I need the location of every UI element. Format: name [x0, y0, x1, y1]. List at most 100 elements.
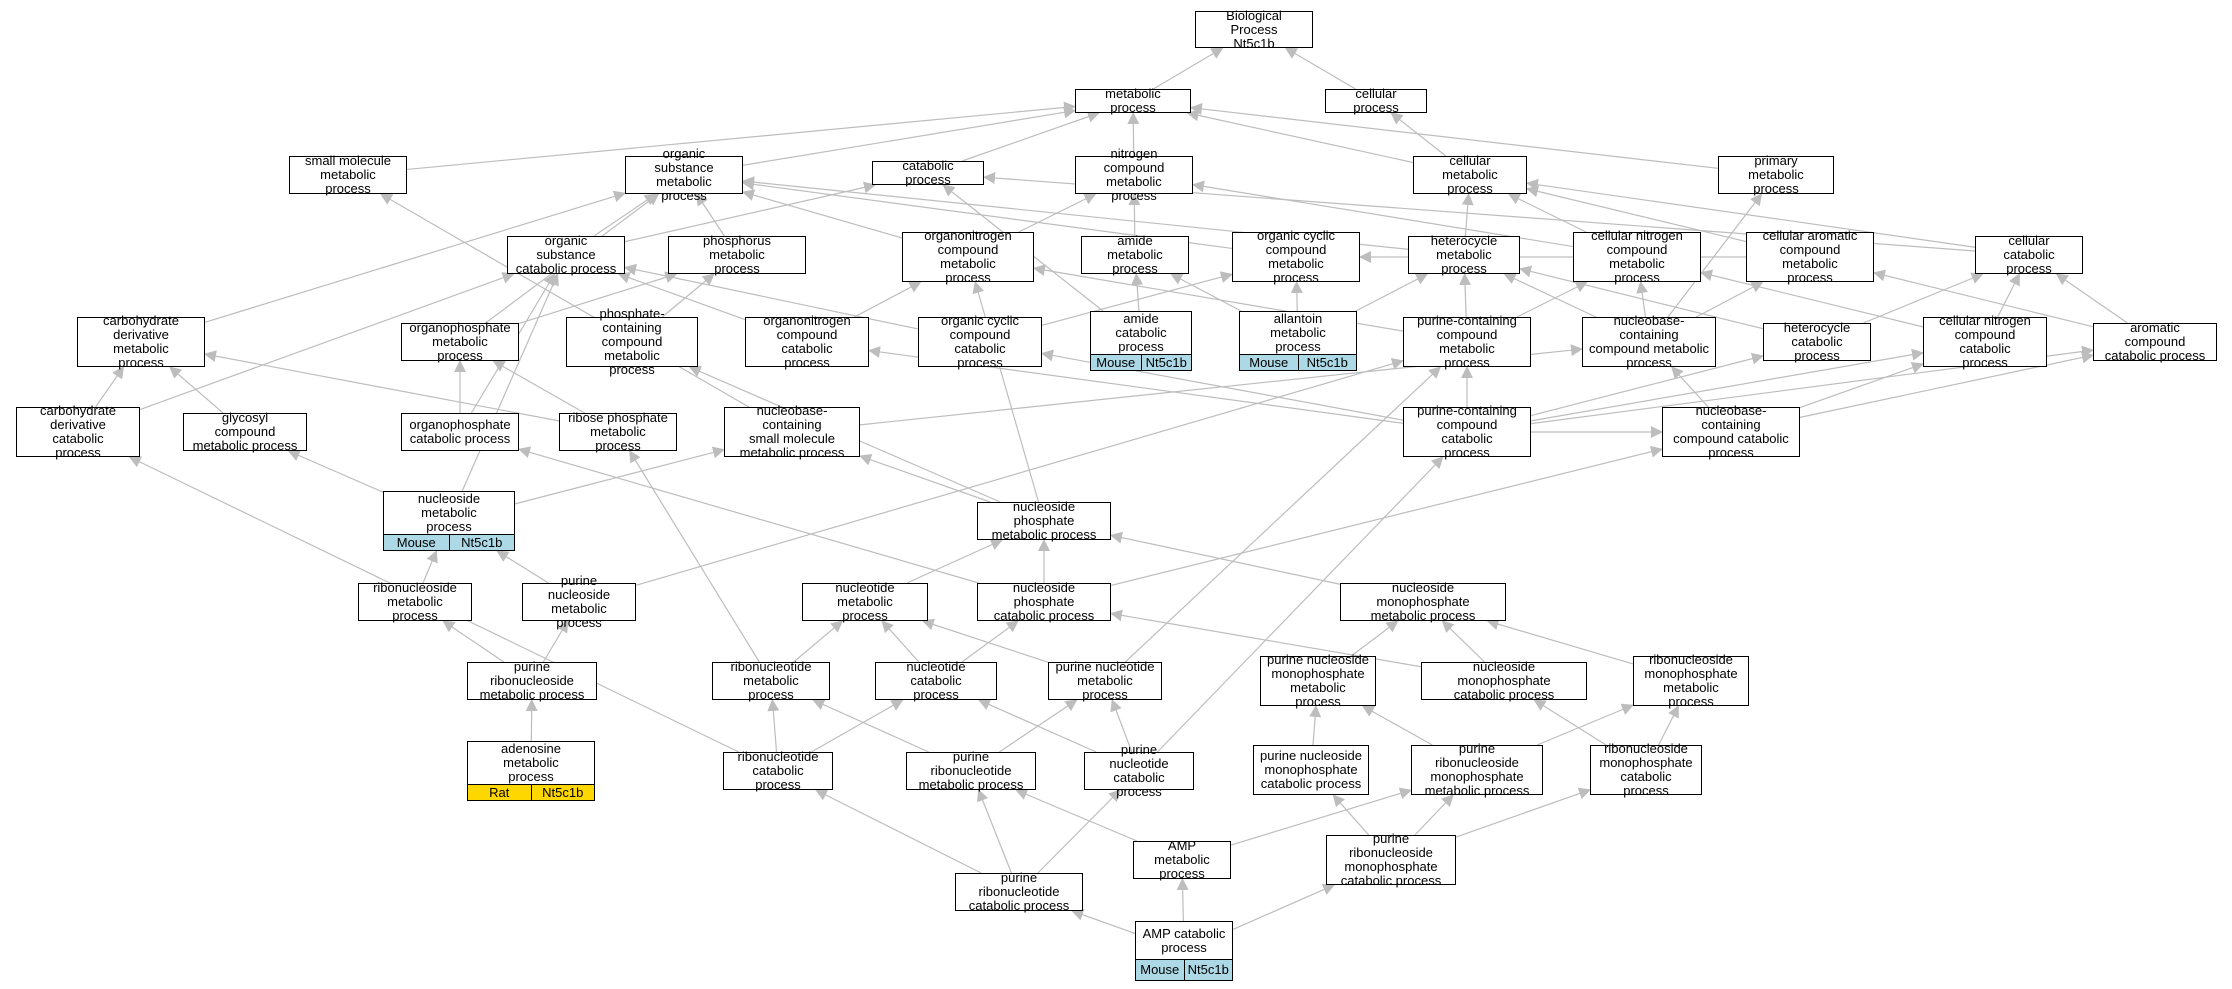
go-term-arocat[interactable]: aromatic compound catabolic process [2093, 321, 2217, 363]
go-term-phos[interactable]: phosphorus metabolic process [668, 234, 806, 276]
go-term-pcm[interactable]: phosphate-containing compound metabolic … [566, 307, 698, 377]
edge-ncm-to-mp [1127, 112, 1140, 157]
go-term-pntm[interactable]: purine nucleotide metabolic process [1048, 660, 1162, 702]
go-term-nbcat[interactable]: nucleobase-containing compound catabolic… [1662, 404, 1800, 460]
go-term-glyc[interactable]: glycosyl compound metabolic process [183, 411, 307, 453]
edge-arocat-to-ccp [2055, 273, 2128, 324]
go-term-mp[interactable]: metabolic process [1075, 87, 1191, 115]
edge-cacm-to-cem [1526, 185, 1747, 243]
go-term-ribp[interactable]: ribose phosphate metabolic process [559, 411, 677, 453]
edge-ntcat-to-ntm [881, 620, 920, 663]
edge-nsm-to-oscat [461, 273, 559, 492]
edge-onm-to-osm [742, 189, 903, 239]
go-term-nphcat[interactable]: nucleoside phosphate catabolic process [977, 581, 1111, 623]
edge-rntm-to-ntm [793, 620, 844, 663]
edge-prnmpm-to-rnmpm [1536, 703, 1634, 746]
go-term-occat[interactable]: organic cyclic compound catabolic proces… [918, 314, 1042, 370]
go-term-cat[interactable]: catabolic process [872, 159, 984, 187]
go-term-prnsm[interactable]: purine ribonucleoside metabolic process [467, 660, 597, 702]
go-term-purcat[interactable]: purine-containing compound catabolic pro… [1403, 404, 1531, 460]
species-tag: Rat [468, 785, 531, 800]
edge-rntcat-to-rntm [767, 699, 780, 753]
go-term-osm[interactable]: organic substance metabolic process [625, 147, 743, 203]
edge-prnmpcat-to-prnmpm [1414, 794, 1454, 836]
go-term-bp[interactable]: Biological Process Nt5c1b [1195, 8, 1313, 50]
go-term-hetcat[interactable]: heterocycle catabolic process [1763, 321, 1871, 363]
go-term-cp[interactable]: cellular process [1325, 87, 1427, 115]
go-term-pnmpcat[interactable]: purine nucleoside monophosphate cataboli… [1253, 745, 1369, 795]
go-term-ocm[interactable]: organic cyclic compound metabolic proces… [1232, 229, 1360, 285]
go-term-label: adenosine metabolic process [501, 741, 561, 784]
go-term-prnmpcat[interactable]: purine ribonucleoside monophosphate cata… [1326, 832, 1456, 888]
go-term-ampm[interactable]: AMP metabolic process [1133, 839, 1231, 881]
edge-rnsm-to-nsm [422, 550, 438, 584]
go-term-het[interactable]: heterocycle metabolic process [1408, 234, 1520, 276]
go-term-pnmpm[interactable]: purine nucleoside monophosphate metaboli… [1260, 653, 1376, 709]
go-term-ntm[interactable]: nucleotide metabolic process [802, 581, 928, 623]
edge-purcat-to-cncat [1530, 348, 1924, 422]
go-term-rnmpm[interactable]: ribonucleoside monophosphate metabolic p… [1633, 653, 1749, 709]
edge-purcat-to-hetcat [1530, 352, 1764, 417]
go-term-rnsm[interactable]: ribonucleoside metabolic process [358, 581, 472, 623]
edge-cncat-to-ccp [1997, 273, 2020, 318]
go-term-pmp[interactable]: primary metabolic process [1718, 154, 1834, 196]
go-term-cdcat[interactable]: carbohydrate derivative catabolic proces… [16, 404, 140, 460]
edge-nbm-to-pmp [1667, 193, 1763, 318]
edge-pnsm-to-nsm [496, 550, 549, 584]
go-term-rntcat[interactable]: ribonucleotide catabolic process [723, 750, 833, 792]
edge-nmpcat-to-nmpm [1441, 620, 1485, 663]
go-term-oscat[interactable]: organic substance catabolic process [507, 234, 625, 276]
edge-pntcat-to-pntm [1110, 699, 1133, 753]
go-term-nphm[interactable]: nucleoside phosphate metabolic process [977, 500, 1111, 542]
go-term-prntcat[interactable]: purine ribonucleotide catabolic process [955, 871, 1083, 913]
go-term-nbsm[interactable]: nucleobase-containing small molecule met… [724, 404, 860, 460]
edge-occat-to-ocm [1041, 271, 1233, 326]
edge-prnmpcat-to-pnmpcat [1332, 794, 1370, 836]
go-term-rntm[interactable]: ribonucleotide metabolic process [712, 660, 830, 702]
go-term-ccp[interactable]: cellular catabolic process [1975, 234, 2083, 276]
go-term-opcat[interactable]: organophosphate catabolic process [401, 413, 519, 451]
edge-pnsm-to-purm [635, 358, 1404, 586]
go-term-oncat[interactable]: organonitrogen compound catabolic proces… [745, 314, 869, 370]
go-term-rnmpcat[interactable]: ribonucleoside monophosphate catabolic p… [1590, 742, 1702, 798]
edge-prntm-to-rntm [812, 699, 930, 753]
go-term-ntcat[interactable]: nucleotide catabolic process [875, 660, 997, 702]
go-term-pntcat[interactable]: purine nucleotide catabolic process [1084, 743, 1194, 799]
go-term-label: nucleoside metabolic process [417, 491, 481, 534]
gene-tag: Nt5c1b [530, 785, 594, 800]
go-term-smm[interactable]: small molecule metabolic process [289, 154, 407, 196]
go-term-onm[interactable]: organonitrogen compound metabolic proces… [902, 229, 1034, 285]
edge-ntcat-to-nphcat [961, 620, 1019, 663]
go-term-cdm[interactable]: carbohydrate derivative metabolic proces… [77, 314, 205, 370]
go-term-cem[interactable]: cellular metabolic process [1413, 154, 1527, 196]
edge-pmp-to-mp [1190, 102, 1719, 169]
go-term-nbm[interactable]: nucleobase-containing compound metabolic… [1582, 314, 1716, 370]
edge-pnmpm-to-nmpm [1350, 620, 1399, 657]
go-term-opm[interactable]: organophosphate metabolic process [401, 321, 519, 363]
edge-smm-to-mp [406, 101, 1076, 171]
go-term-nmpm[interactable]: nucleoside monophosphate metabolic proce… [1340, 581, 1506, 623]
edge-rnmpcat-to-rnmpm [1658, 705, 1679, 746]
go-term-cacm[interactable]: cellular aromatic compound metabolic pro… [1746, 229, 1874, 285]
edge-cat-to-mp [961, 110, 1100, 162]
go-term-cnm[interactable]: cellular nitrogen compound metabolic pro… [1573, 229, 1701, 285]
go-term-nmpcat[interactable]: nucleoside monophosphate catabolic proce… [1421, 660, 1587, 702]
go-term-cncat[interactable]: cellular nitrogen compound catabolic pro… [1923, 314, 2047, 370]
go-term-prnmpm[interactable]: purine ribonucleoside monophosphate meta… [1411, 742, 1543, 798]
edge-nphcat-to-opcat [518, 446, 979, 584]
edge-cem-to-cp [1390, 112, 1447, 157]
go-term-ncm[interactable]: nitrogen compound metabolic process [1075, 147, 1193, 203]
go-term-purm[interactable]: purine-containing compound metabolic pro… [1403, 314, 1531, 370]
go-term-amide[interactable]: amide metabolic process [1081, 234, 1189, 276]
go-term-prntm[interactable]: purine ribonucleotide metabolic process [906, 750, 1036, 792]
go-term-pnsm[interactable]: purine nucleoside metabolic process [522, 574, 636, 630]
species-tag: Mouse [1136, 960, 1184, 980]
edge-rntm-to-ribp [629, 450, 760, 663]
